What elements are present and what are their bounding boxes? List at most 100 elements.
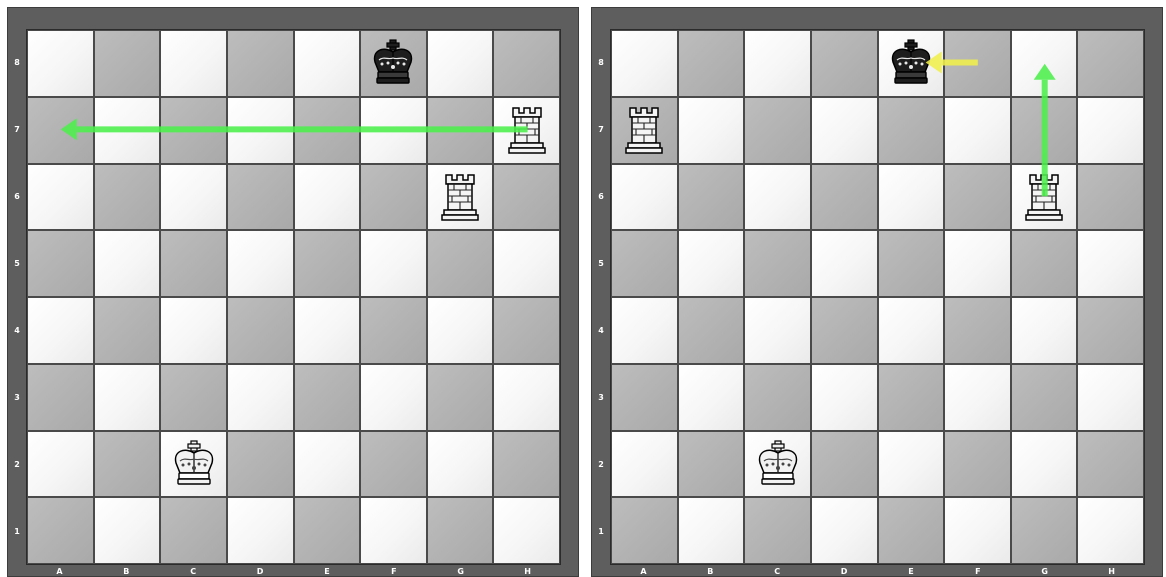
square-d1[interactable] xyxy=(227,497,294,564)
square-b6[interactable] xyxy=(678,164,745,231)
square-g8[interactable] xyxy=(1011,30,1078,97)
square-f8[interactable] xyxy=(944,30,1011,97)
square-g1[interactable] xyxy=(1011,497,1078,564)
square-d3[interactable] xyxy=(811,364,878,431)
white-rook-icon[interactable] xyxy=(612,98,677,163)
square-h6[interactable] xyxy=(1077,164,1144,231)
square-f7[interactable] xyxy=(944,97,1011,164)
square-f5[interactable] xyxy=(944,230,1011,297)
square-a5[interactable] xyxy=(611,230,678,297)
square-a7[interactable] xyxy=(27,97,94,164)
black-king-icon[interactable] xyxy=(879,31,944,96)
square-a1[interactable] xyxy=(27,497,94,564)
square-e6[interactable] xyxy=(294,164,361,231)
square-d4[interactable] xyxy=(811,297,878,364)
square-b1[interactable] xyxy=(678,497,745,564)
square-a4[interactable] xyxy=(611,297,678,364)
square-b7[interactable] xyxy=(678,97,745,164)
square-c8[interactable] xyxy=(744,30,811,97)
square-c3[interactable] xyxy=(744,364,811,431)
square-c3[interactable] xyxy=(160,364,227,431)
square-f3[interactable] xyxy=(360,364,427,431)
square-e4[interactable] xyxy=(294,297,361,364)
square-h2[interactable] xyxy=(1077,431,1144,498)
square-d2[interactable] xyxy=(811,431,878,498)
square-a2[interactable] xyxy=(27,431,94,498)
square-g4[interactable] xyxy=(1011,297,1078,364)
square-e1[interactable] xyxy=(878,497,945,564)
square-b1[interactable] xyxy=(94,497,161,564)
square-d3[interactable] xyxy=(227,364,294,431)
square-c6[interactable] xyxy=(160,164,227,231)
square-a4[interactable] xyxy=(27,297,94,364)
square-c8[interactable] xyxy=(160,30,227,97)
square-c4[interactable] xyxy=(160,297,227,364)
square-h5[interactable] xyxy=(493,230,560,297)
square-f1[interactable] xyxy=(360,497,427,564)
square-c2[interactable] xyxy=(744,431,811,498)
square-f8[interactable] xyxy=(360,30,427,97)
white-rook-icon[interactable] xyxy=(494,98,559,163)
square-g6[interactable] xyxy=(1011,164,1078,231)
square-f2[interactable] xyxy=(360,431,427,498)
square-e7[interactable] xyxy=(878,97,945,164)
square-d6[interactable] xyxy=(227,164,294,231)
square-e5[interactable] xyxy=(878,230,945,297)
square-b2[interactable] xyxy=(678,431,745,498)
square-b8[interactable] xyxy=(94,30,161,97)
square-h3[interactable] xyxy=(1077,364,1144,431)
square-e3[interactable] xyxy=(878,364,945,431)
square-h8[interactable] xyxy=(493,30,560,97)
square-b5[interactable] xyxy=(678,230,745,297)
square-b8[interactable] xyxy=(678,30,745,97)
square-f2[interactable] xyxy=(944,431,1011,498)
square-f6[interactable] xyxy=(944,164,1011,231)
white-king-icon[interactable] xyxy=(161,432,226,497)
square-h2[interactable] xyxy=(493,431,560,498)
square-f7[interactable] xyxy=(360,97,427,164)
square-a6[interactable] xyxy=(611,164,678,231)
square-b2[interactable] xyxy=(94,431,161,498)
square-b5[interactable] xyxy=(94,230,161,297)
square-d5[interactable] xyxy=(227,230,294,297)
square-c7[interactable] xyxy=(744,97,811,164)
square-e7[interactable] xyxy=(294,97,361,164)
square-c1[interactable] xyxy=(744,497,811,564)
square-b3[interactable] xyxy=(678,364,745,431)
square-g3[interactable] xyxy=(427,364,494,431)
square-f5[interactable] xyxy=(360,230,427,297)
square-f1[interactable] xyxy=(944,497,1011,564)
square-c7[interactable] xyxy=(160,97,227,164)
square-d2[interactable] xyxy=(227,431,294,498)
square-c6[interactable] xyxy=(744,164,811,231)
square-g1[interactable] xyxy=(427,497,494,564)
square-g6[interactable] xyxy=(427,164,494,231)
square-h5[interactable] xyxy=(1077,230,1144,297)
square-a6[interactable] xyxy=(27,164,94,231)
square-e2[interactable] xyxy=(878,431,945,498)
square-c5[interactable] xyxy=(744,230,811,297)
square-g7[interactable] xyxy=(427,97,494,164)
square-f6[interactable] xyxy=(360,164,427,231)
square-b4[interactable] xyxy=(678,297,745,364)
square-h6[interactable] xyxy=(493,164,560,231)
square-e6[interactable] xyxy=(878,164,945,231)
square-g8[interactable] xyxy=(427,30,494,97)
square-h8[interactable] xyxy=(1077,30,1144,97)
square-a7[interactable] xyxy=(611,97,678,164)
square-e1[interactable] xyxy=(294,497,361,564)
square-g5[interactable] xyxy=(427,230,494,297)
square-d8[interactable] xyxy=(811,30,878,97)
black-king-icon[interactable] xyxy=(361,31,426,96)
square-h7[interactable] xyxy=(1077,97,1144,164)
square-e8[interactable] xyxy=(294,30,361,97)
square-b4[interactable] xyxy=(94,297,161,364)
square-d6[interactable] xyxy=(811,164,878,231)
square-e2[interactable] xyxy=(294,431,361,498)
square-c1[interactable] xyxy=(160,497,227,564)
white-king-icon[interactable] xyxy=(745,432,810,497)
square-f3[interactable] xyxy=(944,364,1011,431)
square-d7[interactable] xyxy=(227,97,294,164)
square-a3[interactable] xyxy=(27,364,94,431)
white-rook-icon[interactable] xyxy=(428,165,493,230)
